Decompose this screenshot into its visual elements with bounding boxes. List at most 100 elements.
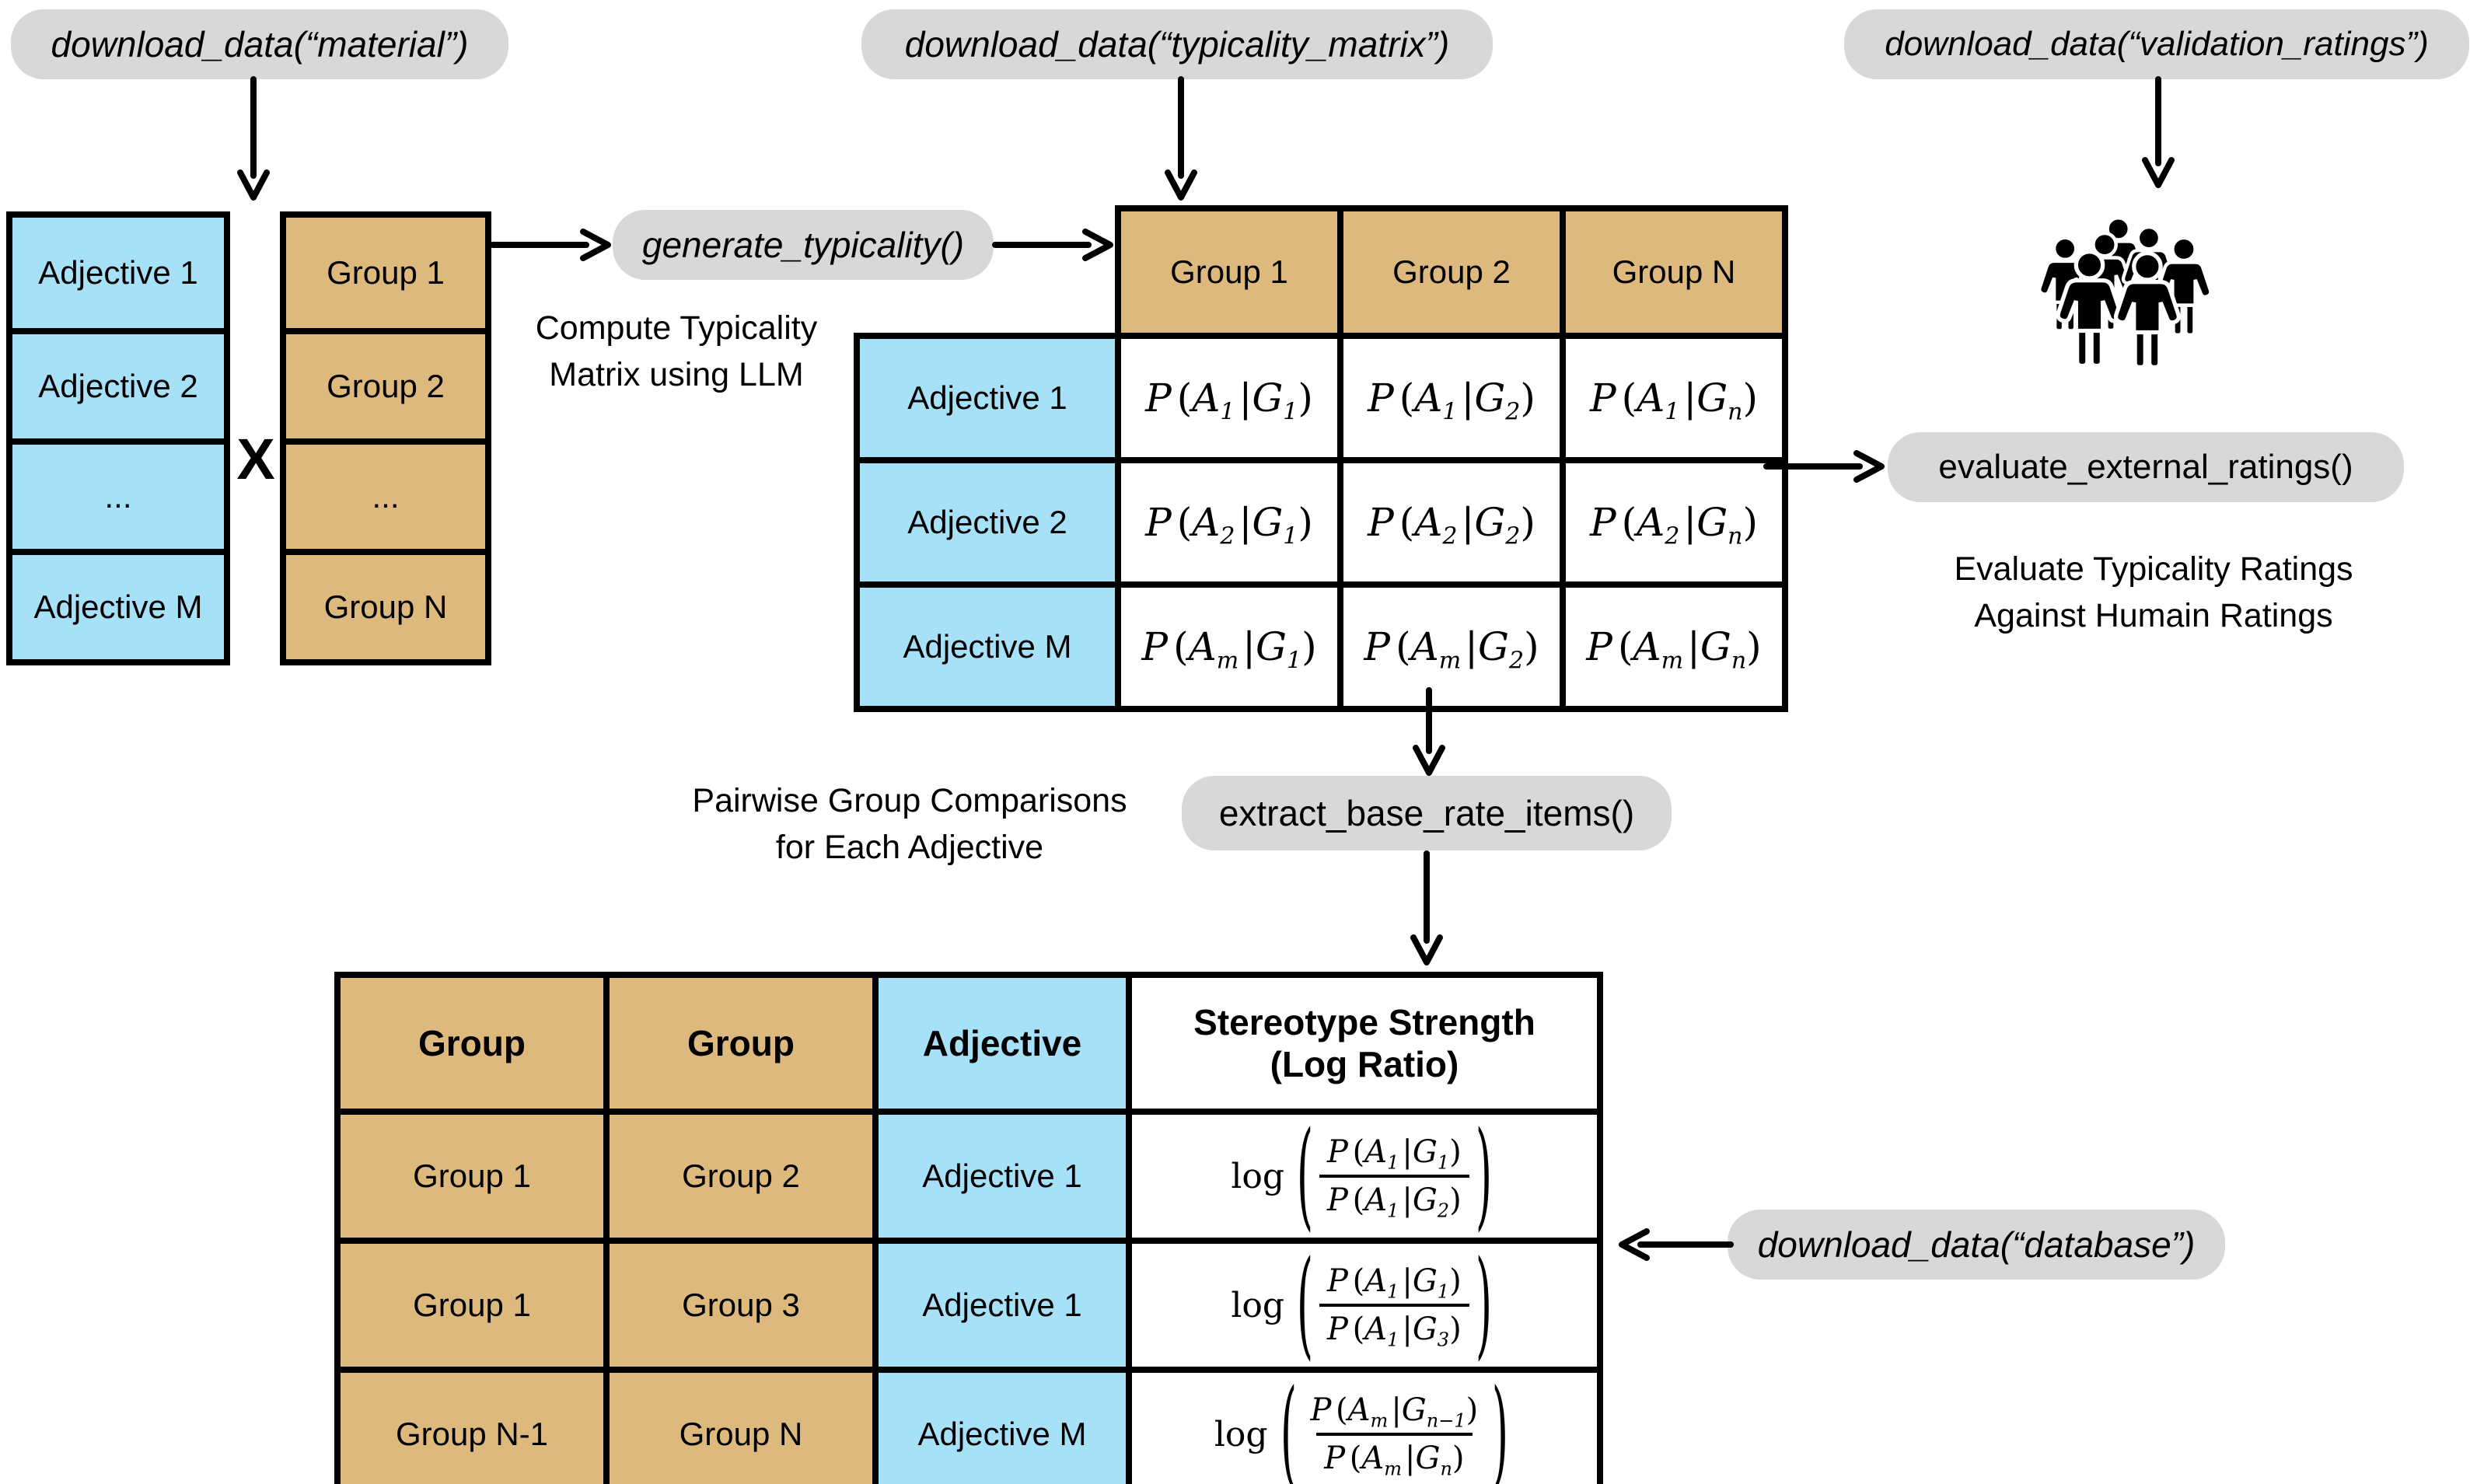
group-cell: Group 2 [286,328,485,438]
right-paren: ) [1492,1367,1509,1484]
download-data-database-pill: download_data(“database”) [1728,1210,2225,1280]
adjective-cell: Adjective M [872,1367,1132,1484]
pill-label: extract_base_rate_items() [1218,793,1635,833]
probability-formula: P(A1|G2) [1368,375,1535,426]
probability-formula: P(Am|G1) [1141,624,1317,675]
group-b-cell: Group 2 [603,1109,879,1244]
arrow-down-material-to-lists [237,76,270,201]
probability-formula: P(A1|Gn) [1589,375,1759,426]
adjective-cell: Adjective 1 [872,1238,1132,1373]
pill-label: generate_typicality() [641,225,965,265]
pairwise-comparisons-note: Pairwise Group Comparisons for Each Adje… [638,777,1182,871]
table-header-group-b: Group [603,972,879,1115]
adjective-cell: Adjective M [12,549,224,659]
group-a-cell: Group 1 [334,1238,610,1373]
typicality-matrix-table: Group 1 Group 2 Group N Adjective 1 P(A1… [854,205,1788,712]
group-cell: Group N [286,549,485,659]
base-rate-items-table: Group Group Adjective Stereotype Strengt… [334,972,1603,1484]
pill-label: download_data(“validation_ratings”) [1885,25,2429,63]
log-ratio-formula: log ( P(A1|G1) P(A1|G3) ) [1231,1238,1492,1373]
log-ratio-cell: log ( P(A1|G1) P(A1|G3) ) [1126,1238,1603,1373]
right-paren: ) [1475,1109,1492,1244]
adjective-cell: Adjective 1 [872,1109,1132,1244]
matrix-row-header: Adjective 1 [854,333,1121,463]
log-ratio-cell: log ( P(Am|Gn−1) P(Am|Gn) ) [1126,1367,1603,1484]
download-data-typicality-matrix-pill: download_data(“typicality_matrix”) [861,9,1493,79]
note-line: Against Humain Ratings [1974,597,2333,634]
left-paren: ( [1296,1238,1314,1373]
matrix-empty-corner [857,208,1118,336]
note-line: for Each Adjective [775,829,1044,866]
arrow-down-validation-to-crowd [2142,76,2175,188]
matrix-cell: P(Am|Gn) [1560,581,1788,712]
pill-label: download_data(“typicality_matrix”) [904,24,1450,65]
probability-formula: P(A2|G2) [1368,500,1535,550]
group-b-cell: Group 3 [603,1238,879,1373]
matrix-cell: P(A2|G1) [1115,457,1343,588]
numerator-formula: P(A1|G1) [1327,1134,1462,1174]
left-paren: ( [1296,1109,1314,1244]
group-cell: ... [286,438,485,549]
cross-product-operator: X [236,427,275,491]
adjective-cell: ... [12,438,224,549]
denominator-formula: P(A1|G3) [1319,1304,1469,1352]
matrix-cell: P(Am|G1) [1115,581,1343,712]
matrix-cell: P(A2|G2) [1337,457,1566,588]
group-a-cell: Group 1 [334,1109,610,1244]
log-ratio-formula: log ( P(Am|Gn−1) P(Am|Gn) ) [1214,1376,1514,1484]
denominator-formula: P(A1|G2) [1319,1175,1469,1223]
arrow-down-extract-to-table [1410,850,1443,969]
download-data-validation-ratings-pill: download_data(“validation_ratings”) [1844,9,2469,79]
matrix-cell: P(A2|Gn) [1560,457,1788,588]
table-row: Group N-1 Group N Adjective M log ( P(Am… [334,1367,1603,1484]
table-row: Group 1 Group 2 Adjective 1 log ( P(A1|G… [334,1109,1603,1244]
matrix-cell: P(Am|G2) [1337,581,1566,712]
adjective-cell: Adjective 1 [12,218,224,328]
arrow-right-generate-to-matrix [992,229,1113,261]
group-a-cell: Group N-1 [334,1367,610,1484]
pill-label: download_data(“database”) [1757,1224,2196,1265]
generate-typicality-pill: generate_typicality() [613,210,994,280]
matrix-cell: P(A1|G1) [1115,333,1343,463]
pill-label: evaluate_external_ratings() [1938,448,2353,486]
note-line: Matrix using LLM [549,356,804,393]
arrow-right-lists-to-generate [490,229,611,261]
note-line: Compute Typicality [535,309,818,347]
note-line: Pairwise Group Comparisons [692,782,1127,819]
matrix-cell: P(A1|Gn) [1560,333,1788,463]
probability-formula: P(A1|G1) [1145,375,1313,426]
numerator-formula: P(Am|Gn−1) [1310,1392,1479,1432]
compute-typicality-note: Compute Typicality Matrix using LLM [435,305,917,398]
log-ratio-formula: log ( P(A1|G1) P(A1|G2) ) [1231,1109,1492,1244]
arrow-left-database-to-table [1619,1228,1734,1261]
arrow-down-matrix-to-extract [1413,687,1445,776]
group-list-column: Group 1 Group 2 ... Group N [280,211,491,665]
group-cell: Group 1 [286,218,485,328]
matrix-column-header: Group 2 [1337,205,1566,339]
left-paren: ( [1280,1367,1297,1484]
table-header-adjective: Adjective [872,972,1132,1115]
probability-formula: P(Am|G2) [1364,624,1539,675]
arrow-down-typicality-matrix [1165,76,1197,201]
probability-formula: P(Am|Gn) [1586,624,1762,675]
table-header-group-a: Group [334,972,610,1115]
arrow-right-matrix-to-evaluate [1763,450,1885,483]
extract-base-rate-items-pill: extract_base_rate_items() [1182,776,1672,850]
table-header-stereotype-strength: Stereotype Strength (Log Ratio) [1126,972,1603,1115]
group-b-cell: Group N [603,1367,879,1484]
matrix-column-header: Group 1 [1115,205,1343,339]
evaluate-external-ratings-pill: evaluate_external_ratings() [1888,432,2404,502]
right-paren: ) [1475,1238,1492,1373]
denominator-formula: P(Am|Gn) [1316,1433,1473,1481]
matrix-row-header: Adjective M [854,581,1121,712]
numerator-formula: P(A1|G1) [1327,1263,1462,1303]
probability-formula: P(A2|G1) [1145,500,1313,550]
adjective-cell: Adjective 2 [12,328,224,438]
pill-label: download_data(“material”) [51,24,469,65]
download-data-material-pill: download_data(“material”) [11,9,508,79]
header-line: Stereotype Strength [1193,1002,1535,1042]
matrix-row-header: Adjective 2 [854,457,1121,588]
header-line: (Log Ratio) [1270,1044,1459,1084]
crowd-icon [2033,213,2220,390]
